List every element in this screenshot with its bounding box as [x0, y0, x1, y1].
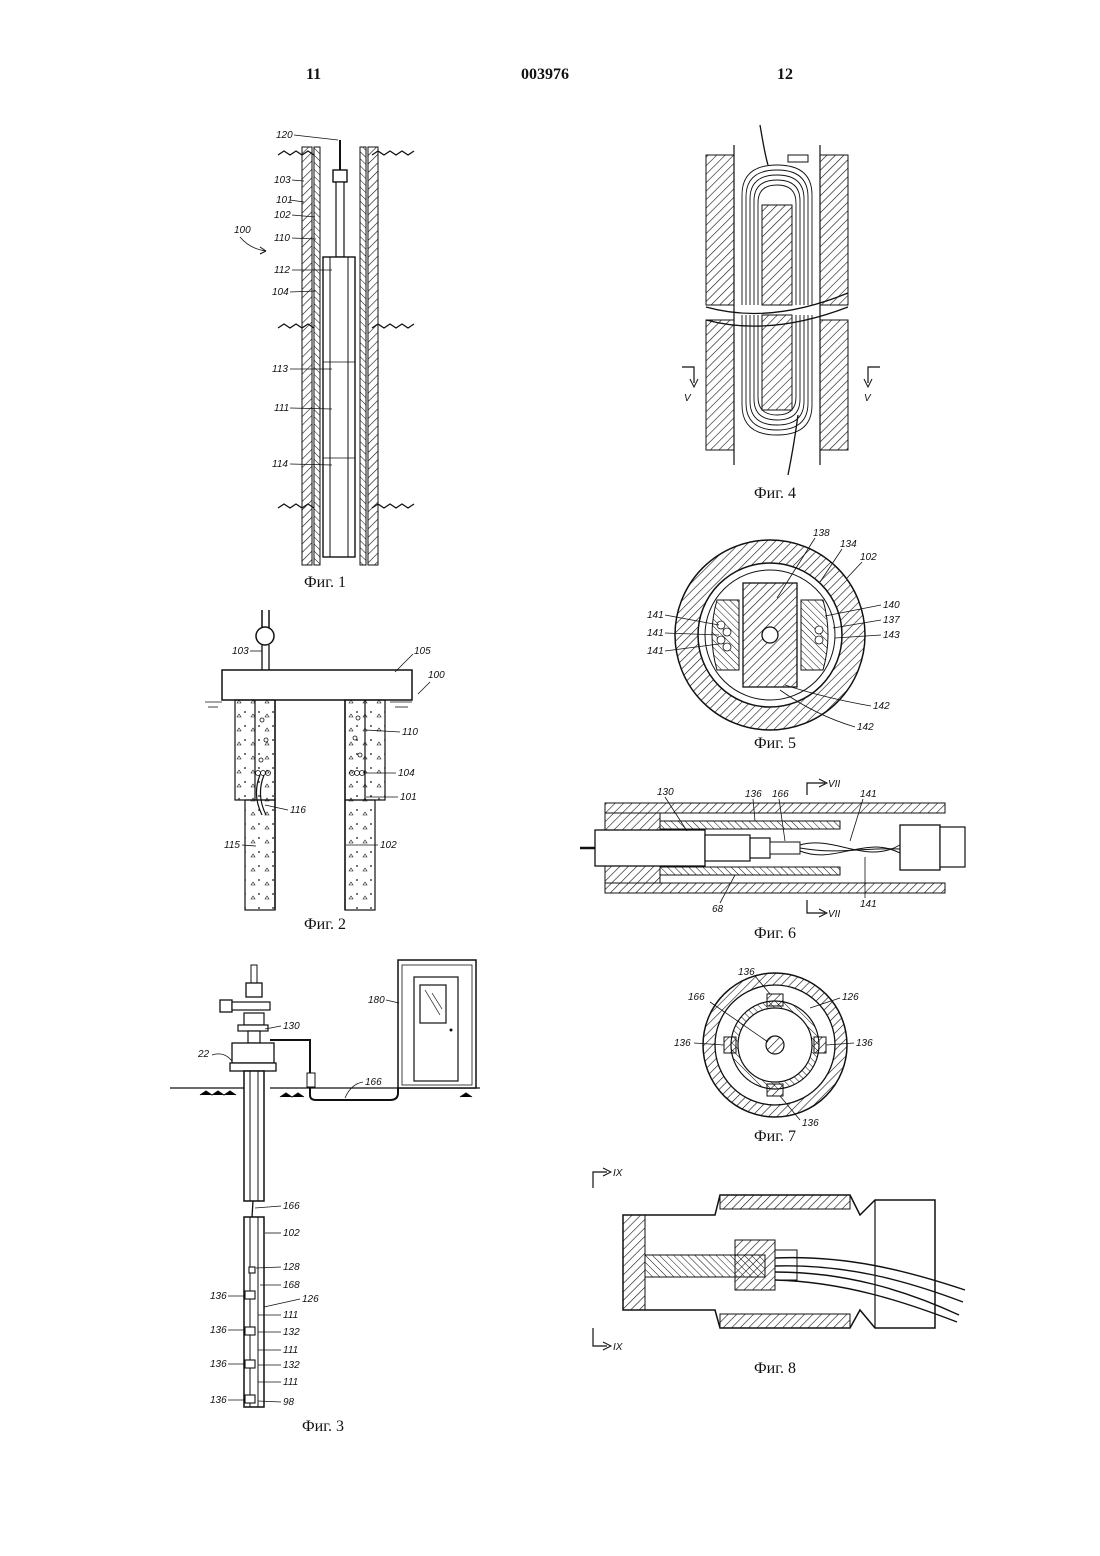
label-142a: 142 [873, 701, 890, 712]
figure-6-caption: Фиг. 6 [754, 925, 796, 943]
label-101: 101 [400, 792, 417, 803]
figure-8-drawing: IX IX [585, 1160, 975, 1360]
label-140: 140 [883, 600, 900, 611]
label-136d: 136 [210, 1395, 227, 1406]
figure-8-caption: Фиг. 8 [754, 1360, 796, 1378]
figure-2-drawing: 103 105 100 110 104 116 101 115 102 [200, 610, 440, 915]
label-136-bottom: 136 [802, 1118, 819, 1129]
label-168: 168 [283, 1280, 300, 1291]
figure-6-drawing: VII VII 130 136 166 141 68 141 [575, 775, 975, 925]
label-130: 130 [657, 787, 674, 798]
label-111: 111 [274, 403, 289, 414]
label-100: 100 [234, 225, 251, 236]
label-166b: 166 [283, 1201, 300, 1212]
page-number-left: 11 [306, 66, 321, 84]
label-102: 102 [283, 1228, 300, 1239]
label-136c: 136 [210, 1359, 227, 1370]
label-110: 110 [402, 727, 418, 738]
label-104: 104 [398, 768, 415, 779]
label-126: 126 [302, 1294, 319, 1305]
label-IX-bottom: IX [613, 1342, 623, 1353]
label-102: 102 [380, 840, 397, 851]
label-VII-bottom: VII [828, 909, 840, 920]
label-98: 98 [283, 1397, 295, 1408]
label-V-right: V [864, 393, 872, 404]
label-101: 101 [276, 195, 293, 206]
label-111c: 111 [283, 1377, 298, 1388]
figure-4-drawing: V V [670, 125, 900, 475]
label-141-top: 141 [860, 789, 877, 800]
label-111b: 111 [283, 1345, 298, 1356]
label-136: 136 [745, 789, 762, 800]
label-180: 180 [368, 995, 385, 1006]
label-141c: 141 [647, 646, 664, 657]
label-100: 100 [428, 670, 445, 681]
label-141b: 141 [647, 628, 664, 639]
label-166: 166 [365, 1077, 382, 1088]
label-143: 143 [883, 630, 900, 641]
label-22: 22 [197, 1049, 210, 1060]
label-136-top: 136 [738, 967, 755, 978]
label-142b: 142 [857, 722, 874, 733]
label-136a: 136 [210, 1291, 227, 1302]
figure-5-drawing: 138 134 102 141 141 141 140 137 143 142 … [635, 520, 915, 735]
label-116: 116 [290, 805, 306, 816]
label-126: 126 [842, 992, 859, 1003]
figure-7-drawing: 136 166 126 136 136 136 [670, 960, 900, 1130]
label-120: 120 [276, 130, 293, 141]
label-141a: 141 [647, 610, 664, 621]
figure-3-caption: Фиг. 3 [302, 1418, 344, 1436]
label-138: 138 [813, 528, 830, 539]
label-166: 166 [772, 789, 789, 800]
label-136-left: 136 [674, 1038, 691, 1049]
document-number: 003976 [521, 66, 569, 84]
figure-2-caption: Фиг. 2 [304, 916, 346, 934]
figure-1-drawing: 120 103 101 102 100 110 112 104 113 111 … [220, 125, 430, 575]
label-128: 128 [283, 1262, 300, 1273]
figure-4-caption: Фиг. 4 [754, 485, 796, 503]
label-132b: 132 [283, 1360, 300, 1371]
label-136-right: 136 [856, 1038, 873, 1049]
label-103: 103 [232, 646, 249, 657]
label-115: 115 [224, 840, 240, 851]
figure-5-caption: Фиг. 5 [754, 735, 796, 753]
label-111a: 111 [283, 1310, 298, 1321]
label-141-bottom: 141 [860, 899, 877, 910]
label-136b: 136 [210, 1325, 227, 1336]
label-166: 166 [688, 992, 705, 1003]
label-105: 105 [414, 646, 431, 657]
figure-7-caption: Фиг. 7 [754, 1128, 796, 1146]
label-114: 114 [272, 459, 288, 470]
label-110: 110 [274, 233, 290, 244]
label-112: 112 [274, 265, 290, 276]
label-104: 104 [272, 287, 289, 298]
label-113: 113 [272, 364, 288, 375]
label-IX-top: IX [613, 1168, 623, 1179]
figure-3-drawing: 130 22 180 166 166 102 128 168 136 126 1… [170, 955, 490, 1415]
label-103: 103 [274, 175, 291, 186]
label-134: 134 [840, 539, 857, 550]
label-68: 68 [712, 904, 724, 915]
label-V-left: V [684, 393, 692, 404]
page-number-right: 12 [777, 66, 793, 84]
label-VII-top: VII [828, 779, 840, 790]
label-130: 130 [283, 1021, 300, 1032]
label-102: 102 [274, 210, 291, 221]
figure-1-caption: Фиг. 1 [304, 574, 346, 592]
label-102: 102 [860, 552, 877, 563]
label-132a: 132 [283, 1327, 300, 1338]
label-137: 137 [883, 615, 900, 626]
